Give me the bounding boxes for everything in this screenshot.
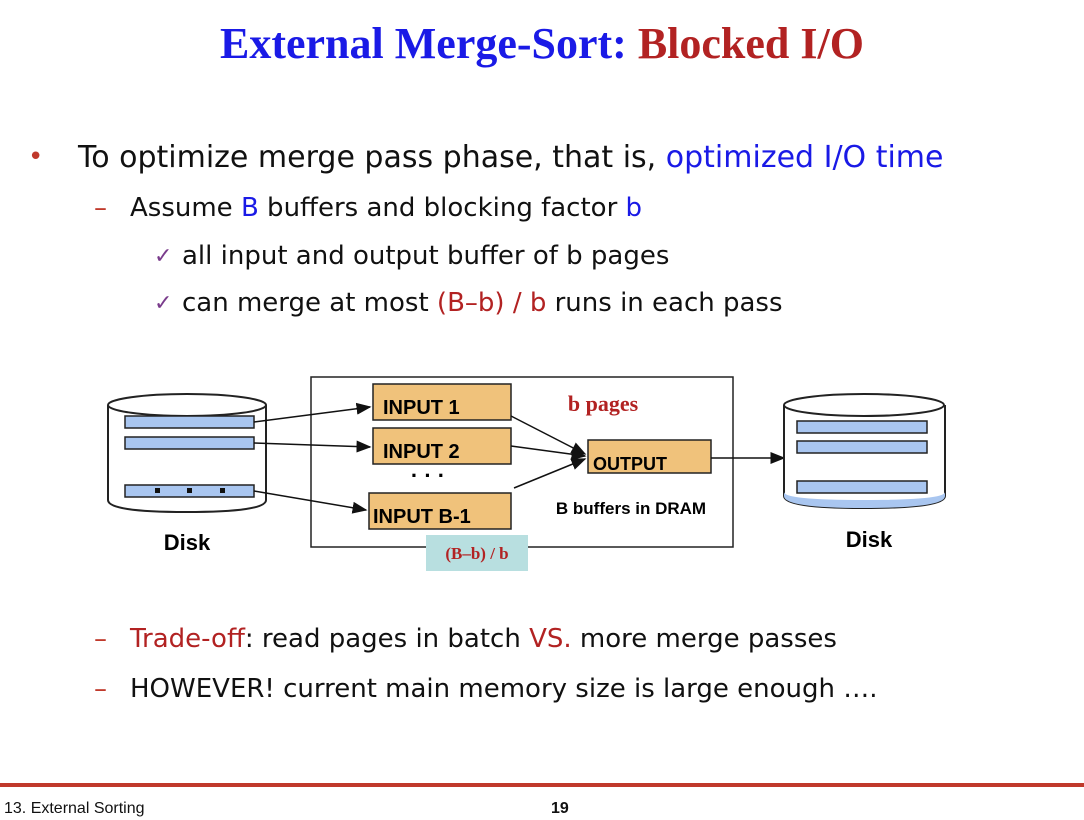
tradeoff-vs: VS. [529,624,572,654]
arrow-input2-to-output [510,445,587,461]
dash-icon: – [94,674,107,704]
input-buffer-1 [372,383,512,421]
input-b-1-label: INPUT B-1 [373,506,471,528]
footer-rule [0,783,1084,787]
bullet-optimize-highlight: optimized I/O time [665,140,944,175]
arrow-disk-to-inputb1 [253,490,368,514]
arrow-disk-to-input2 [253,440,372,453]
assume-pre: Assume [130,193,241,223]
output-label: OUTPUT [593,454,667,474]
bullet-dot-icon: • [28,142,44,172]
disk-stripe [796,480,928,494]
bullet-optimize-text: To optimize merge pass phase, that is, [78,140,666,175]
merge-post: runs in each pass [546,288,783,318]
expr-box [426,535,528,571]
page-title: External Merge-Sort: Blocked I/O [0,14,1084,74]
tradeoff-mid: : read pages in batch [244,624,530,654]
arrow-disk-to-input1 [253,402,372,423]
dram-label: B buffers in DRAM [556,499,706,518]
tradeoff-label: Trade-off [130,624,245,654]
checkmark-icon: ✓ [154,291,173,316]
footer-section: 13. External Sorting [4,800,145,817]
disk-left-label: Disk [164,530,211,555]
title-highlight: Blocked I/O [637,19,864,68]
page-number: 19 [551,800,569,817]
input-buffer-b-1 [368,492,512,530]
disk-stripe [796,440,928,454]
disk-stripe [796,420,928,434]
merge-pre: can merge at most [182,288,437,318]
title-main: External Merge-Sort: [220,19,627,68]
input-buffer-2 [372,427,512,465]
check-item-buffers-text: all input and output buffer of b pages [182,241,670,271]
tradeoff-post: more merge passes [571,624,837,654]
arrow-inputb1-to-output [513,458,587,489]
arrow-input1-to-output [510,415,587,455]
assume-b: b [625,193,643,223]
merge-expr: (B–b) / b [436,288,547,318]
assume-mid: buffers and blocking factor [258,193,626,223]
dash-icon: – [94,193,107,223]
checkmark-icon: ✓ [154,244,173,269]
input-1-label: INPUT 1 [383,397,460,419]
however-text: HOWEVER! current main memory size is lar… [130,674,878,704]
b-pages-label: b pages [568,391,639,416]
disk-stripe [124,415,255,429]
disk-right-label: Disk [846,527,893,552]
ellipsis-dots: · · · [411,463,445,488]
dash-icon: – [94,624,107,654]
expr-label: (B–b) / b [445,544,508,563]
disk-stripe [124,436,255,450]
assume-B: B [240,193,259,223]
input-2-label: INPUT 2 [383,441,460,463]
disk-left [107,393,267,514]
disk-right [783,393,946,510]
output-buffer [587,439,712,474]
